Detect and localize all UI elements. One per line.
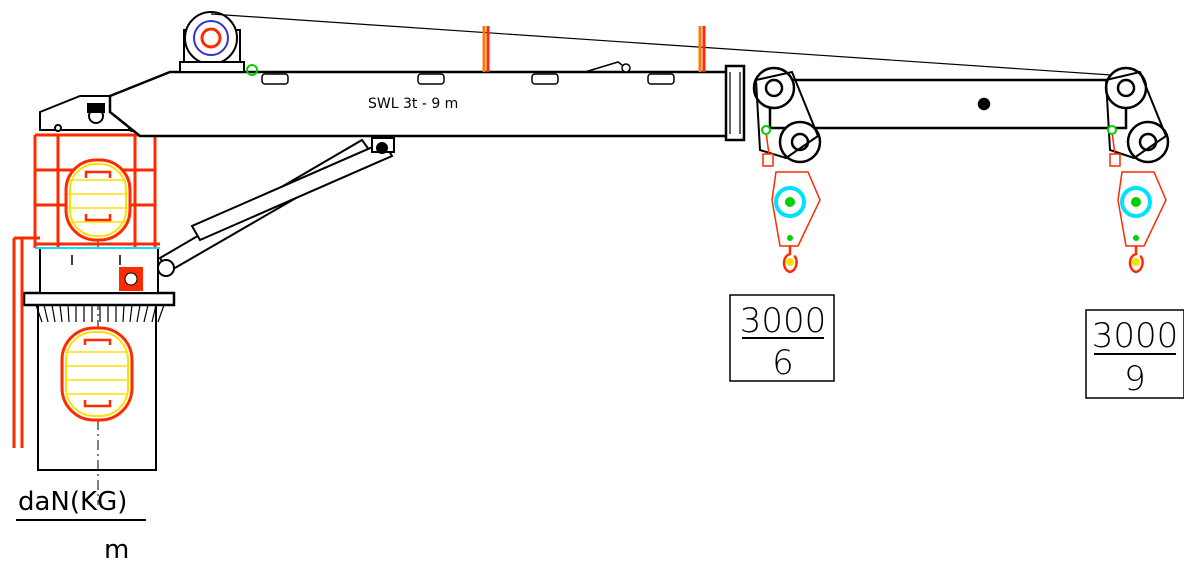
jib xyxy=(752,66,1170,164)
hook-block-9m xyxy=(1107,125,1167,274)
luffing-cylinder xyxy=(157,137,395,277)
boom-swl-label: SWL 3t - 9 m xyxy=(368,96,458,112)
load-table-1-load: 3000 xyxy=(740,301,827,341)
winch xyxy=(179,11,258,76)
boom-joint xyxy=(724,64,746,142)
wire-rope xyxy=(210,13,1127,77)
upper-hatch xyxy=(64,158,132,242)
load-table-2-load: 3000 xyxy=(1092,316,1179,356)
hook-block-6m xyxy=(761,125,821,274)
load-table-2: 3000 9 xyxy=(1085,309,1184,399)
platform-railing xyxy=(12,133,185,448)
load-table-1: 3000 6 xyxy=(729,294,835,383)
load-table-2-radius: 9 xyxy=(1124,359,1146,399)
unit-load: daN(KG) xyxy=(18,487,127,517)
load-table-1-radius: 6 xyxy=(772,343,794,383)
column-upper xyxy=(39,247,159,294)
lower-hatch xyxy=(60,326,134,422)
unit-legend: daN(KG) m xyxy=(16,487,146,565)
unit-radius: m xyxy=(104,535,129,565)
warning-posts xyxy=(482,26,706,72)
